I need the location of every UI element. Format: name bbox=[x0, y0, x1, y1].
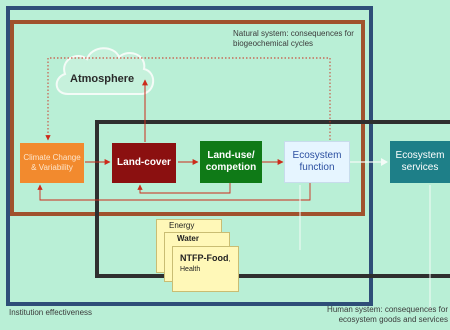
ecosystem-services-box: Ecosystem services bbox=[390, 141, 450, 183]
cloud-icon bbox=[55, 47, 155, 95]
card-energy-label: Energy bbox=[169, 221, 195, 230]
institution-label: Institution effectiveness bbox=[9, 308, 93, 317]
natural-system-label: Natural system: consequences for biogeoc… bbox=[233, 29, 354, 48]
ecosystem-function-box: Ecosystem function bbox=[284, 141, 350, 183]
natural-system-frame bbox=[10, 20, 365, 216]
atmosphere-label: Atmosphere bbox=[70, 73, 135, 85]
land-use-box: Land-use/ competion bbox=[200, 141, 262, 183]
card-ntfp: NTFP-Food, Health bbox=[172, 246, 239, 292]
human-system-label: Human system: consequences for ecosystem… bbox=[327, 305, 448, 324]
card-water-label: Water bbox=[177, 234, 199, 243]
card-health-label: Health bbox=[180, 266, 201, 273]
institution-frame bbox=[6, 6, 373, 306]
card-ntfp-label: NTFP-Food bbox=[180, 253, 229, 263]
land-cover-box: Land-cover bbox=[112, 143, 176, 183]
climate-box: Climate Change & Variability bbox=[20, 143, 84, 183]
